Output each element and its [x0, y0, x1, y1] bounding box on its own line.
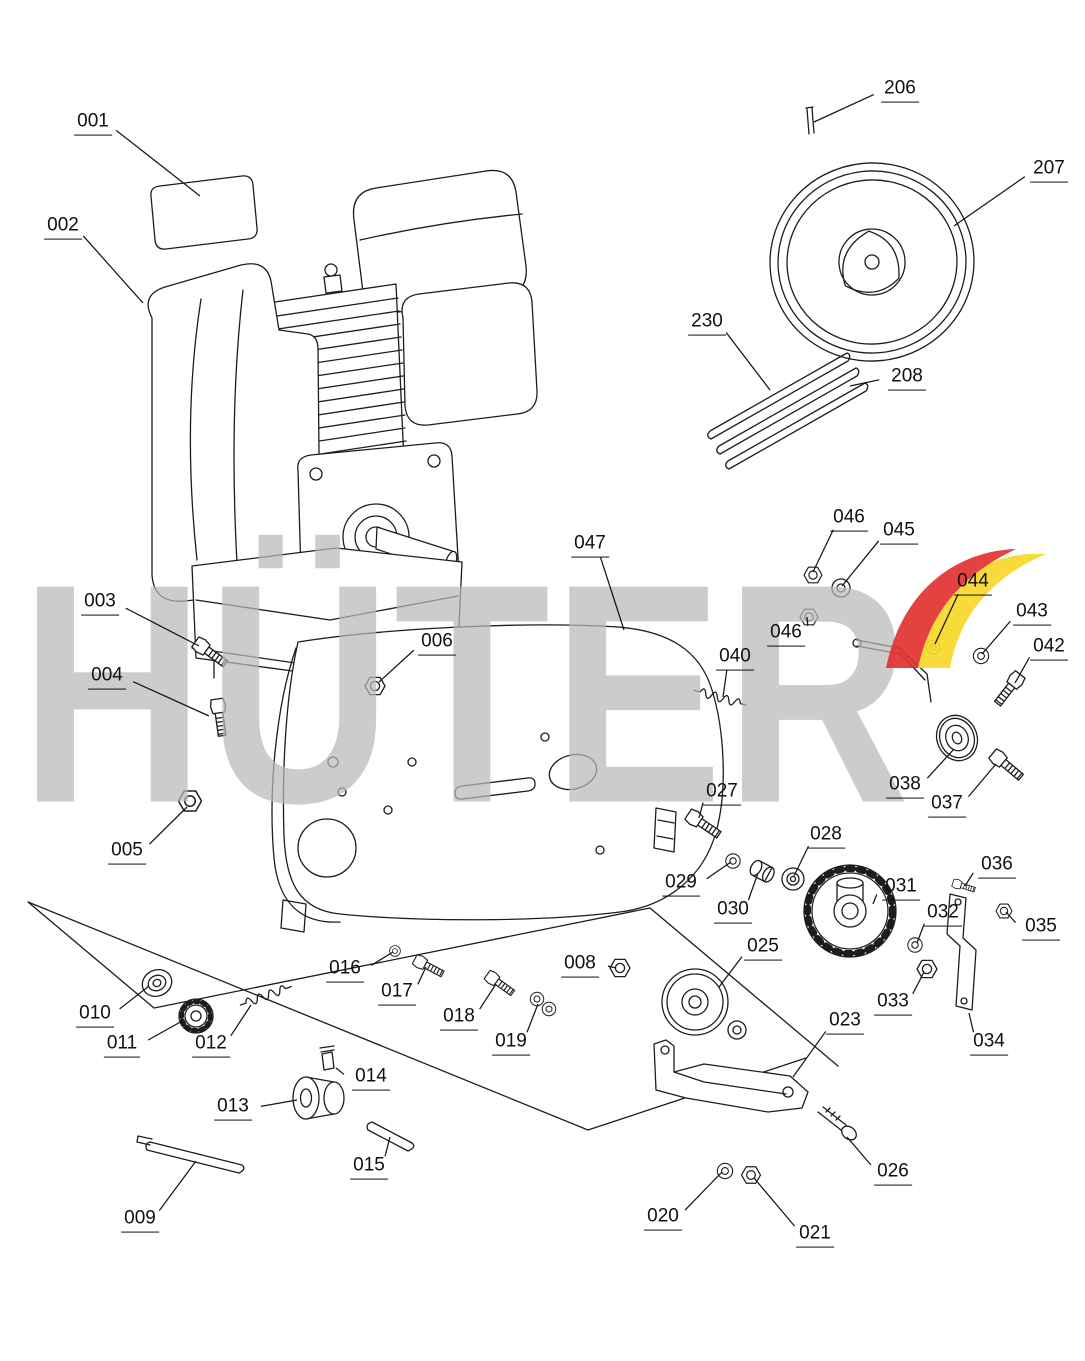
- part-label-004: 004: [88, 665, 126, 690]
- part-label-029: 029: [662, 872, 700, 897]
- part-025-pulley: [661, 968, 747, 1040]
- part-label-026: 026: [874, 1161, 912, 1186]
- part-label-009: 009: [121, 1208, 159, 1233]
- part-label-036: 036: [978, 854, 1016, 879]
- part-label-040: 040: [716, 646, 754, 671]
- part-031-gear: [803, 864, 897, 958]
- part-013-hub: [292, 1076, 345, 1120]
- part-label-208: 208: [888, 366, 926, 391]
- part-label-010: 010: [76, 1003, 114, 1028]
- part-label-033: 033: [874, 991, 912, 1016]
- part-label-021: 021: [796, 1223, 834, 1248]
- part-label-028: 028: [807, 824, 845, 849]
- part-label-005: 005: [108, 840, 146, 865]
- part-label-044: 044: [954, 571, 992, 596]
- part-label-023: 023: [826, 1010, 864, 1035]
- part-label-003: 003: [81, 591, 119, 616]
- part-label-043: 043: [1013, 601, 1051, 626]
- part-label-042: 042: [1030, 636, 1068, 661]
- part-label-035: 035: [1022, 916, 1060, 941]
- part-label-012: 012: [192, 1033, 230, 1058]
- part-label-017: 017: [378, 981, 416, 1006]
- mounting-plate: [271, 624, 724, 933]
- pin-206: [805, 106, 815, 135]
- part-014: [319, 1045, 335, 1071]
- part-label-046-2: 046: [767, 622, 805, 647]
- part-label-207: 207: [1030, 158, 1068, 183]
- spark-plug: [323, 274, 343, 294]
- drive-wheel: [769, 162, 975, 362]
- part-label-011: 011: [103, 1033, 141, 1058]
- air-box: [401, 282, 538, 426]
- part-023-bracket: [653, 1039, 809, 1113]
- part-label-019: 019: [492, 1031, 530, 1056]
- drive-belt: [707, 352, 869, 470]
- part-label-014: 014: [352, 1066, 390, 1091]
- cooling-fins: [249, 297, 407, 464]
- part-label-034: 034: [970, 1031, 1008, 1056]
- part-label-046: 046: [830, 507, 868, 532]
- part-label-032: 032: [924, 902, 962, 927]
- part-028: [781, 867, 805, 891]
- part-label-016: 016: [326, 958, 364, 983]
- part-034-bracket: [946, 893, 977, 1011]
- part-label-031: 031: [882, 876, 920, 901]
- part-label-206: 206: [881, 78, 919, 103]
- part-label-030: 030: [714, 899, 752, 924]
- part-label-001: 001: [74, 111, 112, 136]
- engine-assembly: [147, 169, 538, 689]
- part-label-045: 045: [880, 520, 918, 545]
- part-label-013: 013: [214, 1096, 252, 1121]
- part-011-sprocket: [178, 998, 214, 1034]
- part-label-037: 037: [928, 793, 966, 818]
- part-label-025: 025: [744, 936, 782, 961]
- part-label-015: 015: [350, 1155, 388, 1180]
- part-label-002: 002: [44, 215, 82, 240]
- part-label-027: 027: [703, 781, 741, 806]
- part-026: [817, 1106, 857, 1141]
- part-label-020: 020: [644, 1206, 682, 1231]
- part-label-008: 008: [561, 953, 599, 978]
- part-label-038: 038: [886, 774, 924, 799]
- part-label-230: 230: [688, 311, 726, 336]
- part-label-018: 018: [440, 1006, 478, 1031]
- part-label-006: 006: [418, 631, 456, 656]
- part-label-047: 047: [571, 533, 609, 558]
